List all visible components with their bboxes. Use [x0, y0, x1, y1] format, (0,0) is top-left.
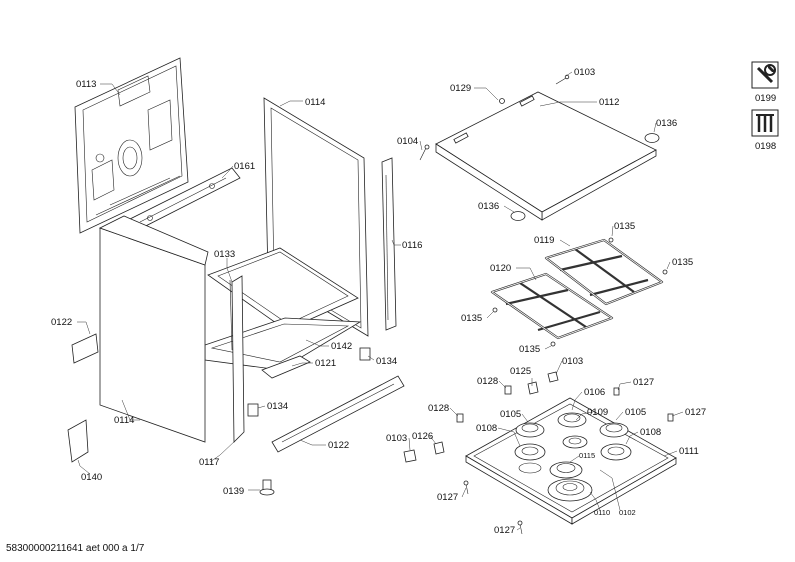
label-0136-left: 0136: [478, 201, 499, 212]
clip-0127-b[interactable]: [667, 413, 674, 422]
wrench-icon: [751, 61, 779, 89]
label-0103-mid: 0103: [562, 356, 583, 367]
label-0103-low: 0103: [386, 433, 407, 444]
label-0135-b: 0135: [672, 257, 693, 268]
label-0104: 0104: [397, 136, 418, 147]
document-id-footer: 58300000211641 aet 000 a 1/7: [6, 543, 145, 554]
label-0133: 0133: [214, 249, 235, 260]
rubber-foot-0135-b[interactable]: [662, 269, 668, 275]
front-strip[interactable]: [231, 275, 245, 443]
label-0115: 0115: [579, 451, 595, 460]
screw-0103-top[interactable]: [555, 74, 570, 85]
part-labels: 0113 0114 0161 0104 0129 0103 0112 0136 …: [51, 67, 776, 536]
label-0108-left: 0108: [476, 423, 497, 434]
side-rail[interactable]: [381, 157, 397, 331]
label-0128-a: 0128: [477, 376, 498, 387]
bracket-left[interactable]: [71, 333, 99, 364]
label-0161: 0161: [234, 161, 255, 172]
pan-support-left[interactable]: [490, 272, 614, 340]
buffer-0136-left[interactable]: [510, 211, 526, 221]
foot-bracket[interactable]: [67, 419, 89, 463]
label-0121: 0121: [315, 358, 336, 369]
screws-icon: [751, 109, 779, 137]
label-0113: 0113: [76, 79, 96, 90]
kick-strip[interactable]: [261, 355, 311, 379]
label-0136-right: 0136: [656, 118, 677, 129]
clip-0125[interactable]: [527, 381, 539, 395]
rubber-foot-0135-c[interactable]: [492, 307, 498, 313]
label-0125: 0125: [510, 366, 531, 377]
label-0117: 0117: [199, 457, 219, 468]
label-0127-d: 0127: [494, 525, 515, 536]
clip-0103-mid[interactable]: [547, 371, 559, 383]
label-0140: 0140: [81, 472, 102, 483]
leader-lines: [77, 71, 684, 531]
label-0114-front: 0114: [114, 415, 134, 426]
label-0134-upper: 0134: [376, 356, 397, 367]
rubber-foot-0135-d[interactable]: [550, 341, 556, 347]
burner-front-wok[interactable]: [547, 461, 593, 502]
label-0134-lower: 0134: [267, 401, 288, 412]
label-0110: 0110: [594, 508, 610, 517]
label-0106: 0106: [584, 387, 605, 398]
label-0199: 0199: [755, 93, 776, 104]
cover-lid[interactable]: [435, 91, 657, 221]
screw-0104[interactable]: [419, 144, 430, 161]
side-panel-left[interactable]: [98, 215, 209, 443]
label-0120: 0120: [490, 263, 511, 274]
label-0127-a: 0127: [633, 377, 654, 388]
label-0127-c: 0127: [437, 492, 458, 503]
label-0128-b: 0128: [428, 403, 449, 414]
clip-0128-b[interactable]: [456, 413, 464, 423]
label-0135-d: 0135: [519, 344, 540, 355]
label-0111: 0111: [679, 446, 699, 457]
label-0129: 0129: [450, 83, 471, 94]
burner-rear[interactable]: [557, 412, 588, 449]
label-0122-left: 0122: [51, 317, 72, 328]
label-0105-left: 0105: [500, 409, 521, 420]
label-0114-rear: 0114: [305, 97, 325, 108]
clip-0103-low[interactable]: [403, 449, 417, 463]
oven-floor-frame[interactable]: [204, 247, 362, 371]
label-0119: 0119: [534, 235, 554, 246]
rubber-foot-0135-a[interactable]: [608, 237, 614, 243]
label-0103-top: 0103: [574, 67, 595, 78]
label-0122-rail: 0122: [328, 440, 349, 451]
clip-0128-a[interactable]: [504, 385, 512, 395]
label-0116: 0116: [402, 240, 422, 251]
label-0102: 0102: [619, 508, 636, 517]
label-0112: 0112: [599, 97, 619, 108]
label-0142: 0142: [331, 341, 352, 352]
screw-0127-d[interactable]: [517, 520, 523, 535]
label-0105-right: 0105: [625, 407, 646, 418]
burner-left[interactable]: [514, 422, 546, 474]
label-0198: 0198: [755, 141, 776, 152]
clip-lower[interactable]: [247, 403, 259, 417]
rear-panel[interactable]: [74, 57, 189, 234]
screw-0127-c[interactable]: [463, 480, 469, 495]
leveling-foot[interactable]: [259, 479, 275, 496]
label-0127-b: 0127: [685, 407, 706, 418]
clip-0126[interactable]: [433, 441, 445, 455]
label-0126: 0126: [412, 431, 433, 442]
rear-rail[interactable]: [271, 375, 405, 453]
pan-support-right[interactable]: [544, 238, 664, 306]
label-0135-a: 0135: [614, 221, 635, 232]
label-0108-right: 0108: [640, 427, 661, 438]
bump-0129[interactable]: [499, 98, 505, 104]
label-0109: 0109: [587, 407, 608, 418]
clip-0127-a[interactable]: [613, 387, 620, 396]
buffer-0136-right[interactable]: [644, 133, 660, 143]
label-0135-c: 0135: [461, 313, 482, 324]
label-0139: 0139: [223, 486, 244, 497]
clip-upper[interactable]: [359, 347, 371, 361]
burner-right[interactable]: [599, 422, 632, 461]
